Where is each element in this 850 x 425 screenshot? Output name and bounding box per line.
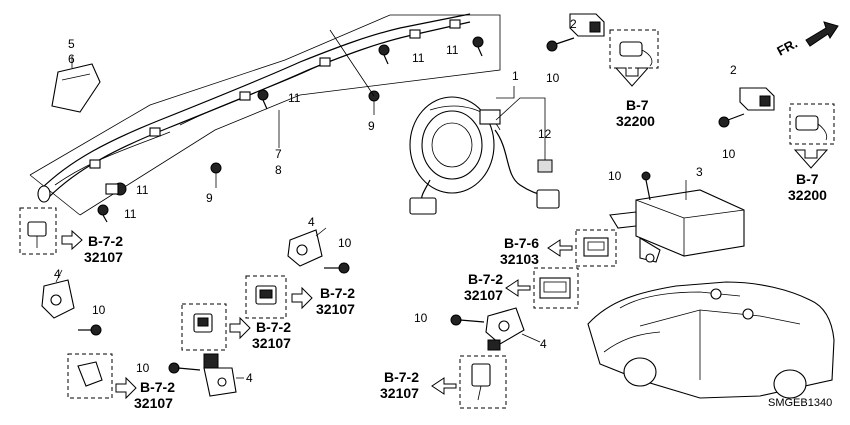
ref-r4-page: B-7-2 [320, 285, 355, 301]
label-10c: 10 [608, 169, 622, 183]
ref-r9-num: 32107 [380, 385, 419, 401]
ref-r4-num: 32107 [316, 301, 355, 317]
connector-icon-c [795, 115, 828, 141]
label-10d: 10 [338, 236, 352, 250]
connector-2-b [739, 87, 775, 111]
sensor-4-a [287, 229, 323, 267]
label-2a: 2 [570, 17, 577, 31]
curtain-airbag-assembly [29, 13, 501, 216]
label-11a: 11 [412, 51, 425, 65]
label-10b: 10 [722, 147, 736, 161]
label-6: 6 [68, 52, 75, 66]
label-4d: 4 [540, 337, 547, 351]
sensor-4-b [41, 279, 75, 319]
label-8: 8 [275, 163, 282, 177]
connector-icon-f [255, 285, 277, 305]
screw-10-b-icon [718, 113, 745, 128]
label-3: 3 [696, 165, 703, 179]
screw-10-g-icon [450, 314, 485, 326]
label-5: 5 [68, 37, 75, 51]
connector-icon-e [539, 277, 571, 299]
label-11d: 11 [136, 183, 149, 197]
ref-r5-page: B-7-2 [256, 319, 291, 335]
screw-10-d-icon [324, 262, 350, 274]
ref-r8-page: B-7-2 [468, 271, 503, 287]
connector-icon-i [471, 363, 491, 401]
ref-r1-num: 32200 [616, 113, 655, 129]
connector-icon-b [619, 41, 653, 67]
fr-arrow-icon [805, 21, 839, 47]
sensor-4-c [203, 353, 237, 397]
screw-10-e-icon [78, 324, 102, 336]
sensor-4-d [485, 307, 525, 351]
label-10a: 10 [546, 71, 560, 85]
label-9a: 9 [206, 191, 213, 205]
ref-r6-page: B-7-2 [140, 379, 175, 395]
screw-10-a-icon [546, 37, 575, 52]
label-11c: 11 [288, 91, 301, 105]
connector-2-a [569, 13, 605, 37]
bolt-11-c-icon [257, 89, 269, 110]
connector-icon-g [193, 313, 213, 333]
label-9b: 9 [368, 119, 375, 133]
ref-r1-page: B-7 [626, 97, 649, 113]
ref-r7-num: 32103 [500, 251, 539, 267]
screw-10-c-icon [641, 171, 651, 201]
label-7: 7 [275, 147, 282, 161]
ref-r5-num: 32107 [252, 335, 291, 351]
label-4a: 4 [308, 215, 315, 229]
connector-icon-h [77, 361, 103, 387]
bolt-11-b-icon [472, 36, 484, 57]
diagram-code: SMGEB1340 [768, 397, 832, 409]
ref-r7-page: B-7-6 [504, 235, 539, 251]
bolt-11-a-icon [378, 44, 390, 65]
clock-spring [409, 96, 560, 215]
ref-r2-page: B-7 [796, 171, 819, 187]
connector-icon-d [583, 237, 609, 257]
label-4c: 4 [246, 371, 253, 385]
label-4b: 4 [54, 267, 61, 281]
label-11b: 11 [446, 43, 459, 57]
connector-icon [27, 221, 47, 248]
ref-r9-page: B-7-2 [384, 369, 419, 385]
ref-r3-num: 32107 [84, 249, 123, 265]
label-1: 1 [512, 69, 519, 83]
label-12: 12 [538, 127, 552, 141]
car-illustration [587, 281, 835, 399]
ref-r3-page: B-7-2 [88, 233, 123, 249]
fr-label: FR. [774, 36, 800, 59]
ref-r6-num: 32107 [134, 395, 173, 411]
bolt-11-e-icon [97, 204, 109, 223]
label-10e: 10 [92, 303, 106, 317]
label-11e: 11 [124, 207, 137, 221]
srs-unit [609, 189, 745, 263]
bolt-9-a-icon [210, 162, 222, 188]
label-10f: 10 [136, 361, 150, 375]
label-10g: 10 [414, 311, 428, 325]
label-2b: 2 [730, 63, 737, 77]
bolt-9-b-icon [368, 90, 380, 115]
ref-r2-num: 32200 [788, 187, 827, 203]
bolt-11-d-icon [105, 182, 127, 196]
ref-r8-num: 32107 [464, 287, 503, 303]
screw-10-f-icon [168, 362, 201, 374]
